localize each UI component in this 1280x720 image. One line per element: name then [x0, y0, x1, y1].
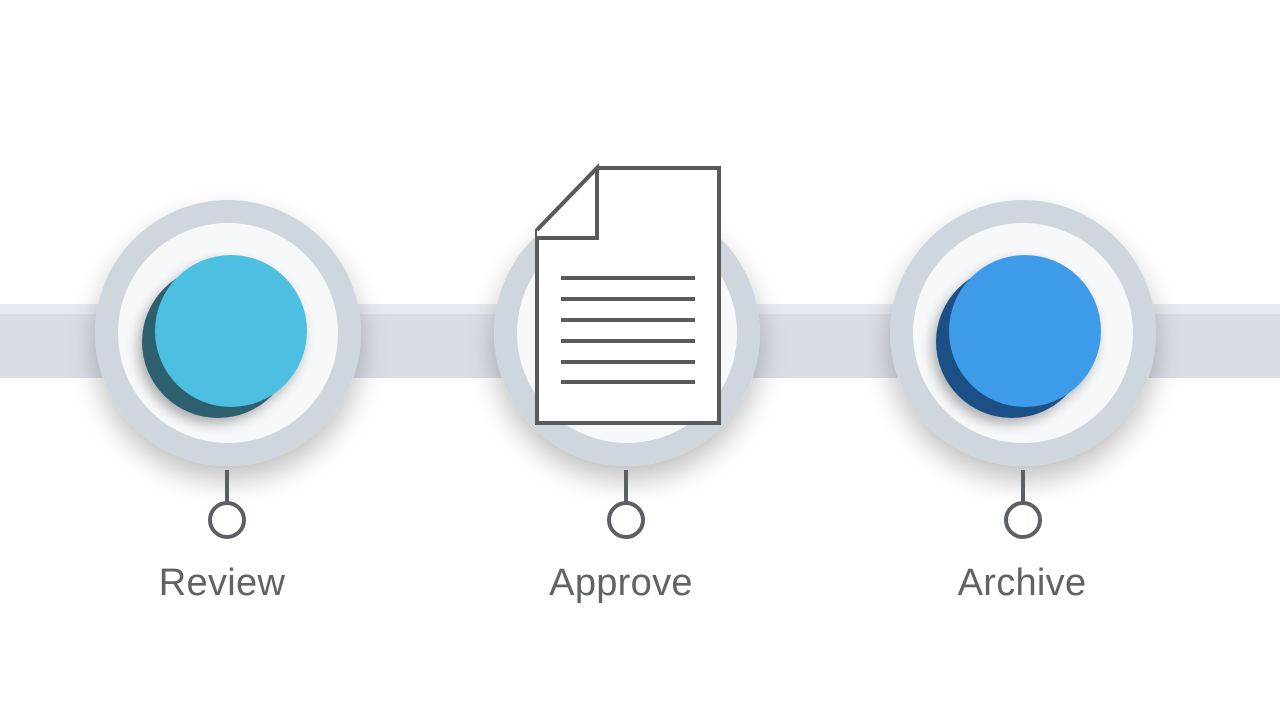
connector-review: [208, 470, 246, 539]
step-label-review: Review: [158, 562, 286, 604]
document-icon: [535, 163, 721, 425]
connector-approve: [607, 470, 645, 539]
review-button-circle[interactable]: [142, 255, 307, 418]
step-label-approve: Approve: [549, 562, 693, 604]
connector-archive: [1004, 470, 1042, 539]
step-label-archive: Archive: [957, 562, 1087, 604]
archive-button-circle[interactable]: [936, 255, 1101, 418]
